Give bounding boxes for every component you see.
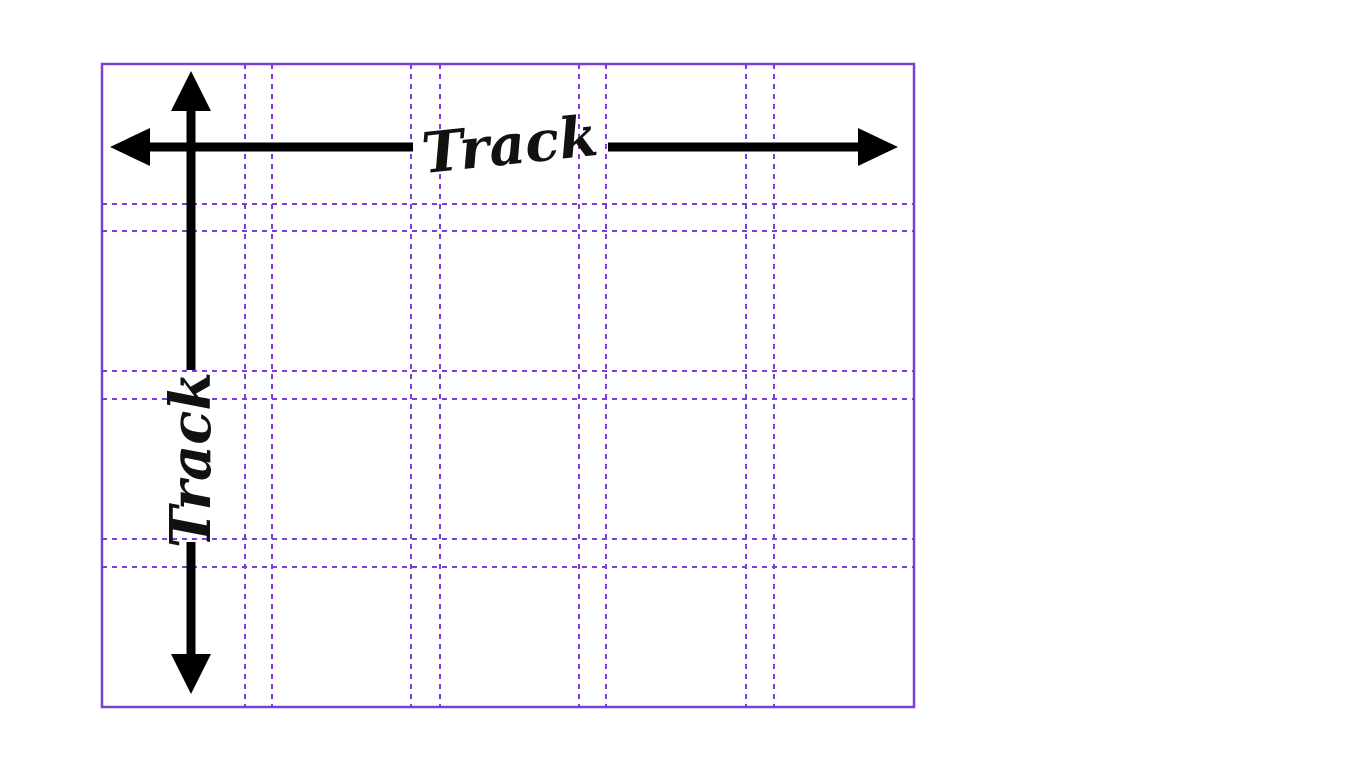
vertical-track-label: Track <box>158 372 224 548</box>
arrowhead-up-icon <box>171 71 211 111</box>
column-gutter-lines <box>244 64 775 707</box>
arrowhead-down-icon <box>171 654 211 694</box>
arrowhead-left-icon <box>110 128 150 166</box>
horizontal-track-label: Track <box>419 103 601 187</box>
vertical-track-arrow <box>171 71 211 694</box>
horizontal-track-arrow <box>110 128 898 166</box>
arrowhead-right-icon <box>858 128 898 166</box>
grid-container-border <box>100 62 916 709</box>
